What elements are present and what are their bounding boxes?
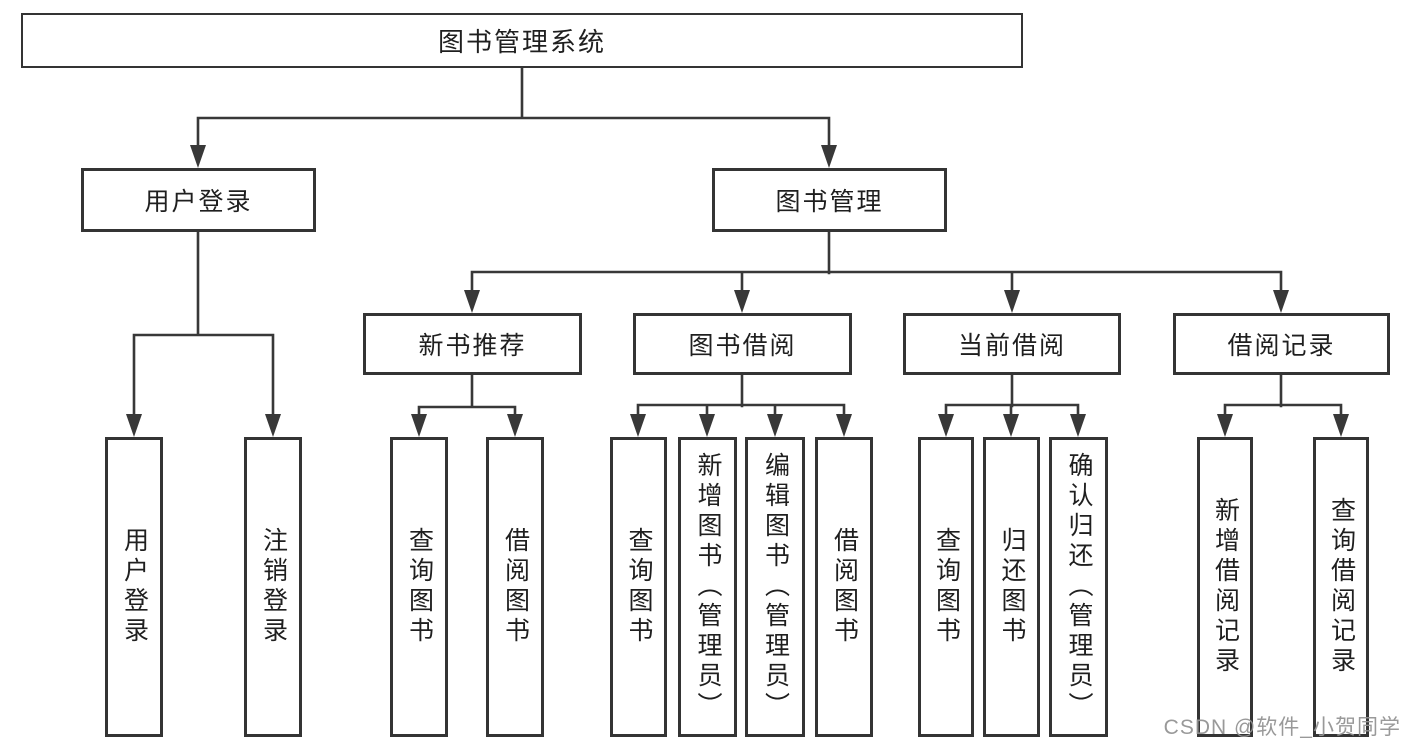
arrow-down-icon: [1004, 290, 1020, 313]
leaf-query-books-borrow: 查询图书: [610, 437, 667, 737]
arrow-down-icon: [1217, 414, 1233, 437]
node-user-login: 用户登录: [81, 168, 316, 232]
arrow-down-icon: [464, 290, 480, 313]
arrow-down-icon: [1333, 414, 1349, 437]
arrow-down-icon: [265, 414, 281, 437]
leaf-borrow-books: 借阅图书: [815, 437, 873, 737]
leaf-add-borrow-record: 新增借阅记录: [1197, 437, 1253, 737]
arrow-down-icon: [630, 414, 646, 437]
arrow-down-icon: [821, 145, 837, 168]
arrow-down-icon: [734, 290, 750, 313]
arrow-down-icon: [699, 414, 715, 437]
leaf-add-book-admin: 新增图书（管理员）: [678, 437, 737, 737]
leaf-query-books-recommend: 查询图书: [390, 437, 448, 737]
node-current-borrowing: 当前借阅: [903, 313, 1121, 375]
node-borrowing-records: 借阅记录: [1173, 313, 1390, 375]
arrow-down-icon: [938, 414, 954, 437]
leaf-return-books: 归还图书: [983, 437, 1040, 737]
arrow-down-icon: [767, 414, 783, 437]
arrow-down-icon: [190, 145, 206, 168]
connector-lines: [132, 66, 1343, 423]
leaf-query-borrow-record: 查询借阅记录: [1313, 437, 1369, 737]
leaf-borrow-books-recommend: 借阅图书: [486, 437, 544, 737]
node-book-management: 图书管理: [712, 168, 947, 232]
arrow-down-icon: [411, 414, 427, 437]
leaf-confirm-return-admin: 确认归还（管理员）: [1049, 437, 1108, 737]
leaf-edit-book-admin: 编辑图书（管理员）: [745, 437, 805, 737]
arrow-down-icon: [1070, 414, 1086, 437]
arrow-down-icon: [836, 414, 852, 437]
arrow-down-icon: [126, 414, 142, 437]
leaf-logout: 注销登录: [244, 437, 302, 737]
leaf-user-login: 用户登录: [105, 437, 163, 737]
arrowheads: [126, 145, 1349, 437]
arrow-down-icon: [507, 414, 523, 437]
node-new-book-recommendation: 新书推荐: [363, 313, 582, 375]
arrow-down-icon: [1273, 290, 1289, 313]
leaf-query-books-current: 查询图书: [918, 437, 974, 737]
node-library-management-system: 图书管理系统: [21, 13, 1023, 68]
node-book-borrowing: 图书借阅: [633, 313, 852, 375]
csdn-watermark: CSDN @软件_小贺同学: [1163, 716, 1401, 739]
arrow-down-icon: [1003, 414, 1019, 437]
